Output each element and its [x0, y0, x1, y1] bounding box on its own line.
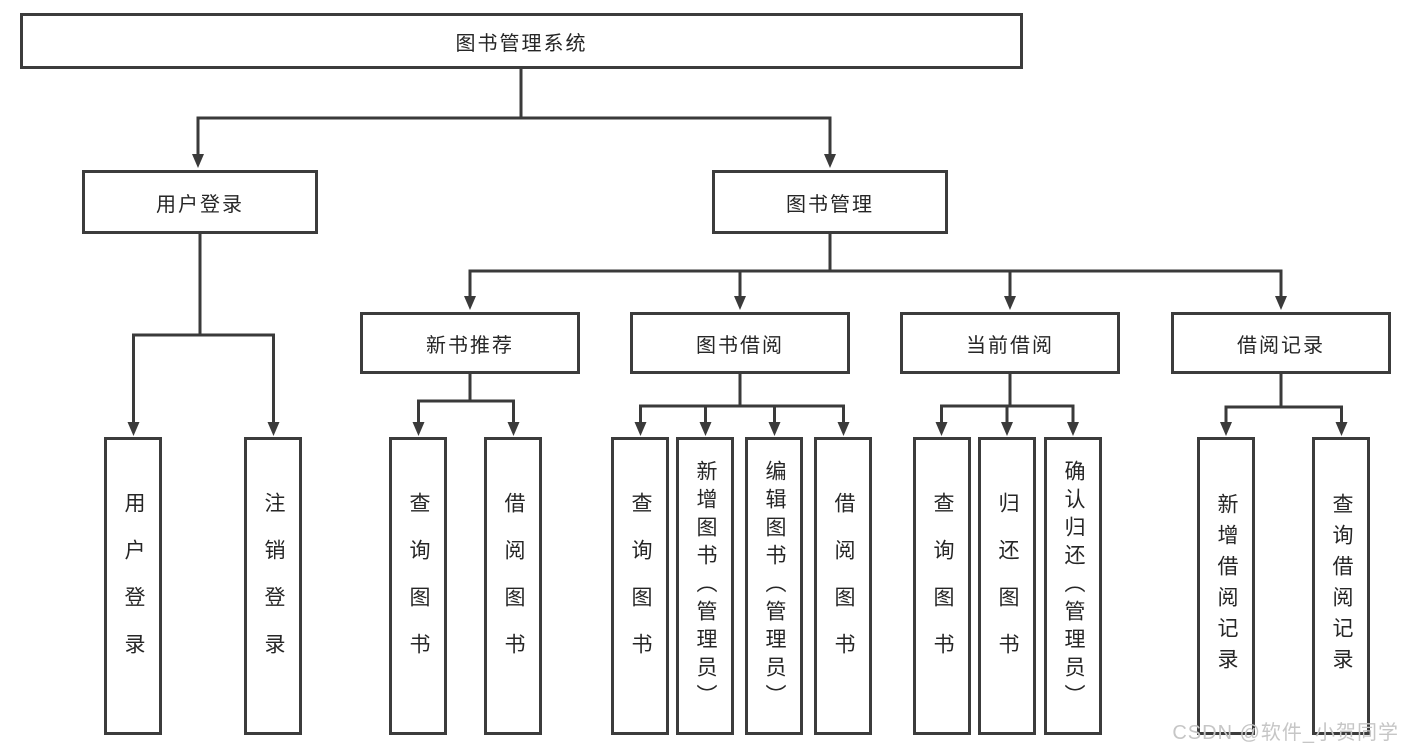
- connector-records-branch: [1220, 405, 1348, 436]
- node-label: 查询图书: [629, 492, 652, 680]
- connector-level2-branch: [192, 116, 836, 168]
- node-library-management-system: 图书管理系统: [20, 13, 1023, 69]
- connector-user-login-branch: [127, 333, 280, 436]
- node-search-borrow-record: 查询借阅记录: [1312, 437, 1370, 735]
- node-label: 注销登录: [262, 492, 285, 680]
- node-label: 确认归还（管理员）: [1062, 460, 1085, 712]
- node-new-book-recommendation: 新书推荐: [360, 312, 580, 374]
- node-book-borrowing: 图书借阅: [630, 312, 850, 374]
- node-label: 借阅图书: [832, 492, 855, 680]
- connector-level3-branch: [464, 269, 1287, 310]
- node-label: 借阅图书: [502, 492, 525, 680]
- node-user-login: 用户登录: [82, 170, 318, 234]
- node-label: 查询借阅记录: [1330, 493, 1353, 679]
- node-search-books-recommend: 查询图书: [389, 437, 447, 735]
- node-add-borrow-record: 新增借阅记录: [1197, 437, 1255, 735]
- node-edit-book-admin: 编辑图书（管理员）: [745, 437, 803, 735]
- node-label: 查询图书: [931, 492, 954, 680]
- node-label: 图书管理系统: [455, 32, 588, 55]
- node-add-book-admin: 新增图书（管理员）: [676, 437, 734, 735]
- node-label: 新增图书（管理员）: [694, 460, 717, 712]
- node-label: 当前借阅: [966, 334, 1054, 357]
- node-return-books: 归还图书: [978, 437, 1036, 735]
- node-user-login-action: 用户登录: [104, 437, 162, 735]
- node-borrowing-records: 借阅记录: [1171, 312, 1391, 374]
- node-label: 新增借阅记录: [1215, 493, 1238, 679]
- node-confirm-return-admin: 确认归还（管理员）: [1044, 437, 1102, 735]
- node-borrow-books: 借阅图书: [814, 437, 872, 735]
- node-search-books-current: 查询图书: [913, 437, 971, 735]
- node-label: 图书管理: [786, 193, 874, 216]
- node-label: 归还图书: [996, 492, 1019, 680]
- node-search-books-borrowing: 查询图书: [611, 437, 669, 735]
- node-label: 查询图书: [407, 492, 430, 680]
- node-label: 用户登录: [122, 492, 145, 680]
- node-label: 编辑图书（管理员）: [763, 460, 786, 712]
- node-book-management: 图书管理: [712, 170, 948, 234]
- node-current-borrowing: 当前借阅: [900, 312, 1120, 374]
- node-label: 新书推荐: [426, 334, 514, 357]
- node-borrow-books-recommend: 借阅图书: [484, 437, 542, 735]
- node-label: 用户登录: [156, 193, 244, 216]
- connector-borrowing-branch: [634, 404, 850, 436]
- connector-newbook-branch: [412, 399, 520, 436]
- node-label: 借阅记录: [1237, 334, 1325, 357]
- csdn-watermark: CSDN @软件_小贺同学: [1172, 722, 1399, 744]
- node-label: 图书借阅: [696, 334, 784, 357]
- node-logout-action: 注销登录: [244, 437, 302, 735]
